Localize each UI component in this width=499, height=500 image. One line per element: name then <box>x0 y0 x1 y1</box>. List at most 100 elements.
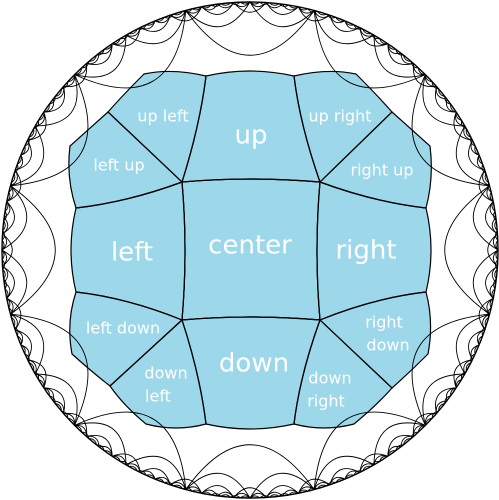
tessellation-arc <box>61 410 69 419</box>
tessellation-arc <box>137 470 147 476</box>
tessellation-arc <box>74 35 127 78</box>
tessellation-arc <box>379 455 388 462</box>
label-left-down: left down <box>86 319 160 338</box>
tessellation-arc <box>33 370 40 380</box>
tessellation-arc <box>154 17 165 22</box>
tessellation-arc <box>313 10 375 45</box>
tessellation-arc <box>8 307 13 318</box>
tessellation-arc <box>88 55 97 62</box>
tessellation-arc <box>489 191 494 202</box>
tessellation-arc <box>210 493 222 497</box>
tessellation-arc <box>11 173 16 184</box>
tessellation-arc <box>1 249 5 260</box>
tessellation-arc <box>220 494 231 498</box>
tessellation-arc <box>2 269 6 280</box>
tessellation-arc <box>474 146 480 156</box>
tile-edges <box>75 75 427 425</box>
tessellation-arc <box>17 335 22 346</box>
tessellation-arc <box>481 164 487 174</box>
tessellation-arc <box>10 313 45 375</box>
tessellation-arc <box>411 313 490 426</box>
tessellation-arc <box>470 353 476 363</box>
tessellation-arc <box>20 344 26 354</box>
tessellation-arc <box>395 444 404 451</box>
tessellation-arc <box>10 125 45 187</box>
tessellation-arc <box>1 230 5 241</box>
label-up-left: up left <box>137 107 188 126</box>
label-right: right <box>335 236 396 266</box>
tessellation-arc <box>20 146 26 156</box>
tessellation-arc <box>431 410 439 419</box>
tessellation-arc <box>112 38 121 45</box>
label-left: left <box>111 238 153 268</box>
tessellation-arc <box>154 478 165 483</box>
tessellation-arc <box>411 74 490 187</box>
tessellation-arc <box>28 362 35 372</box>
tessellation-arc <box>164 13 174 19</box>
tessellation-arc <box>493 278 497 290</box>
label-down-right-line1: down <box>308 369 351 388</box>
tessellation-arc <box>491 288 496 299</box>
label-down-right-line2: right <box>307 392 345 411</box>
tessellation-arc <box>6 191 11 202</box>
tessellation-arc <box>422 373 465 426</box>
tessellation-arc <box>387 450 396 457</box>
tessellation-arc <box>13 164 19 174</box>
tessellation-arc <box>74 422 127 465</box>
tessellation-arc <box>1 240 5 251</box>
tessellation-arc <box>487 182 492 193</box>
tessellation-arc <box>474 344 480 354</box>
tessellation-arc <box>494 269 498 280</box>
tessellation-arc <box>96 444 105 451</box>
tessellation-arc <box>370 33 380 40</box>
tessellation-arc <box>128 28 138 35</box>
tessellation-arc <box>74 411 187 490</box>
tessellation-arc <box>278 3 290 7</box>
tessellation-arc <box>259 495 270 499</box>
tessellation-arc <box>249 495 260 499</box>
tessellation-arc <box>417 424 426 433</box>
tessellation-arc <box>313 455 375 490</box>
label-up-right: up right <box>309 107 372 126</box>
tessellation-arc <box>495 240 499 251</box>
tessellation-arc <box>55 88 62 97</box>
tessellation-arc <box>455 379 462 388</box>
tessellation-arc <box>33 120 40 130</box>
tessellation-arc <box>4 201 9 212</box>
tessellation-arc <box>489 298 494 309</box>
tessellation-arc <box>185 472 251 499</box>
tessellation-arc <box>74 424 83 433</box>
tessellation-arc <box>478 154 483 165</box>
tessellation-arc <box>316 484 327 489</box>
tessellation-arc <box>146 20 156 26</box>
tessellation-arc <box>410 61 419 69</box>
tessellation-arc <box>74 10 187 89</box>
tessellation-arc <box>353 470 363 476</box>
tessellation-arc <box>182 487 193 492</box>
tessellation-arc <box>4 288 9 299</box>
tessellation-arc <box>495 259 499 270</box>
tessellation-arc <box>422 74 465 127</box>
label-right-down-line2: down <box>366 336 409 355</box>
tessellation-arc <box>112 455 121 462</box>
tessellation-arc <box>335 478 346 483</box>
tessellation-arc <box>298 6 309 11</box>
tessellation-arc <box>362 28 372 35</box>
tessellation-arc <box>362 465 372 472</box>
label-up: up <box>235 121 268 151</box>
tessellation-arc <box>125 10 187 45</box>
tessellation-arc <box>191 6 202 11</box>
label-left-up: left up <box>93 156 144 175</box>
tessellation-arc <box>494 220 498 231</box>
tessellation-arc <box>67 417 76 426</box>
tessellation-arc <box>3 210 7 222</box>
tessellation-arc <box>24 353 30 363</box>
tessellation-arc <box>104 450 113 457</box>
tessellation-arc <box>470 137 476 147</box>
tessellation-arc <box>269 494 280 498</box>
tessellation-arc <box>373 35 426 78</box>
tessellation-arc <box>403 55 412 62</box>
tessellation-arc <box>417 67 426 76</box>
tessellation-arc <box>173 484 184 489</box>
